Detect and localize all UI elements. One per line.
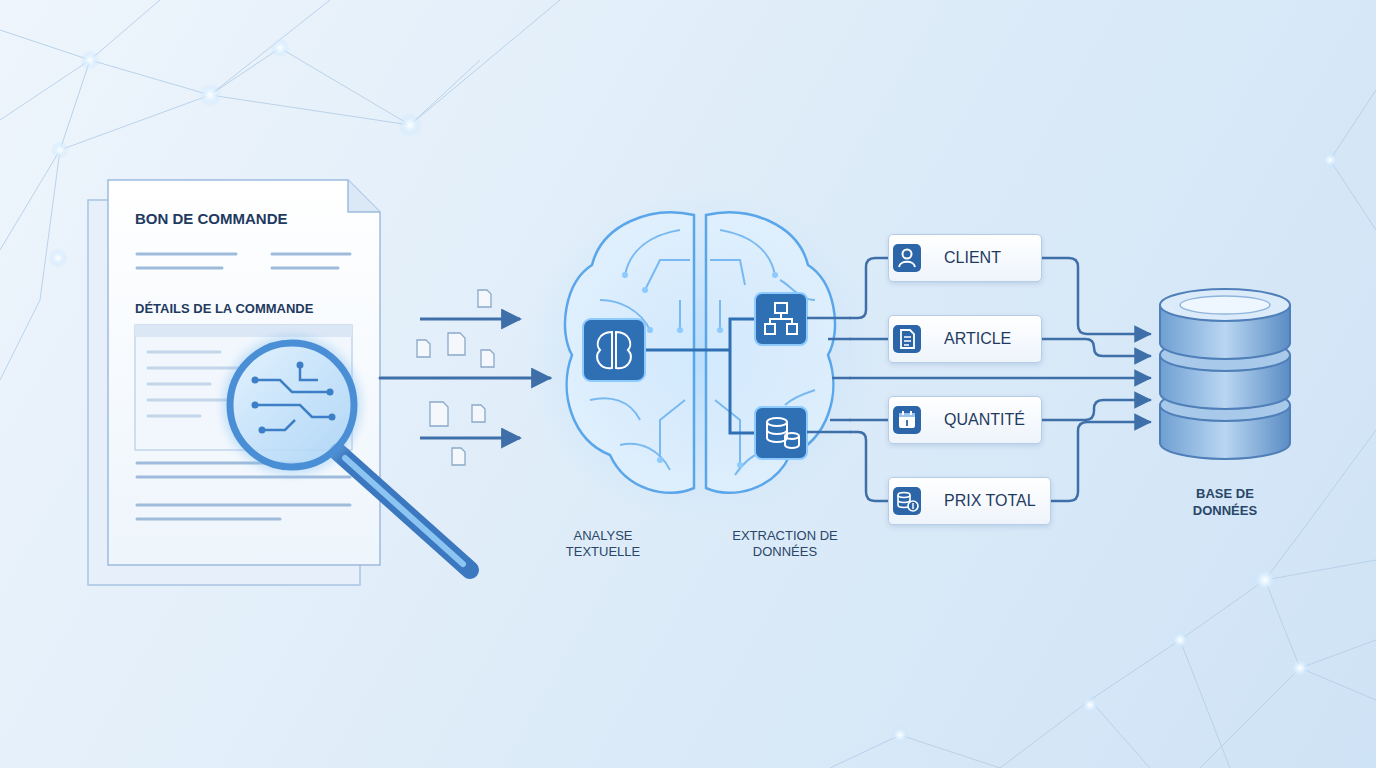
field-box: PRIX TOTAL: [888, 477, 1051, 525]
flow-connector: [1042, 258, 1150, 334]
node-label: ANALYSE TEXTUELLE: [553, 528, 653, 561]
field-box: ARTICLE: [888, 315, 1042, 363]
flow-connector: [1051, 422, 1150, 501]
node-label: BASE DE DONNÉES: [1177, 486, 1273, 520]
flow-connector: [850, 432, 888, 501]
document-title: BON DE COMMANDE: [135, 210, 380, 227]
field-icon: [892, 324, 922, 354]
field-label: QUANTITÉ: [944, 411, 1025, 429]
field-box: QUANTITÉ: [888, 396, 1042, 444]
order-document: BON DE COMMANDE DÉTAILS DE LA COMMANDE: [108, 180, 380, 565]
field-label: ARTICLE: [944, 330, 1011, 348]
flow-connector: [1042, 400, 1150, 420]
field-box: CLIENT: [888, 234, 1042, 282]
field-label: PRIX TOTAL: [944, 492, 1036, 510]
flow-connector: [380, 377, 550, 380]
node-label: EXTRACTION DE DONNÉES: [725, 528, 845, 561]
node-label: DÉTAILS DE LA COMMANDE: [135, 301, 380, 316]
ai-brain: ANALYSE TEXTUELLE EXTRACTION DE DONNÉES: [550, 205, 850, 560]
flow-connector: [850, 419, 888, 422]
flow-connector: [850, 338, 888, 341]
flow-connector: [1042, 339, 1150, 356]
field-label: CLIENT: [944, 249, 1001, 267]
field-icon: [892, 243, 922, 273]
flow-connector: [850, 377, 1150, 380]
field-icon: [892, 486, 922, 516]
database: BASE DE DONNÉES: [1150, 280, 1300, 520]
flow-connector: [850, 258, 888, 318]
field-icon: [892, 405, 922, 435]
